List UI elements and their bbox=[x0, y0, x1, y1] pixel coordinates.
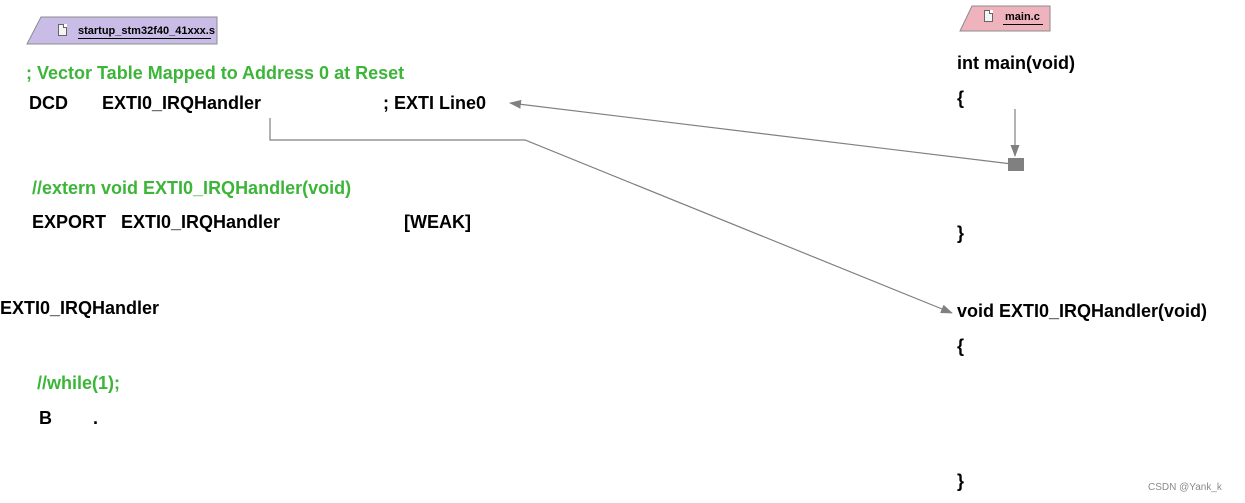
handler-open-brace: { bbox=[957, 336, 965, 356]
branch-target: . bbox=[93, 408, 99, 428]
file-icon bbox=[58, 24, 67, 36]
dcd-keyword: DCD bbox=[29, 93, 68, 113]
main-function-signature: int main(void) bbox=[957, 53, 1075, 73]
file-icon bbox=[984, 10, 993, 22]
dcd-handler-name: EXTI0_IRQHandler bbox=[102, 93, 262, 113]
interrupt-point-marker bbox=[1008, 158, 1024, 171]
dcd-line-comment: ; EXTI Line0 bbox=[383, 93, 487, 113]
watermark-text: CSDN @Yank_k bbox=[1148, 482, 1222, 493]
vector-table-comment: ; Vector Table Mapped to Address 0 at Re… bbox=[26, 63, 405, 83]
handler-function-signature: void EXTI0_IRQHandler(void) bbox=[957, 301, 1208, 321]
main-tab-label: main.c bbox=[1005, 11, 1040, 23]
startup-tab-underline bbox=[78, 38, 211, 39]
handler-label: EXTI0_IRQHandler bbox=[0, 298, 160, 318]
main-file-tab[interactable]: main.c bbox=[960, 6, 1050, 28]
while-comment: //while(1); bbox=[37, 373, 121, 393]
main-open-brace: { bbox=[957, 88, 965, 108]
branch-instruction: B bbox=[39, 408, 52, 428]
extern-comment: //extern void EXTI0_IRQHandler(void) bbox=[32, 178, 352, 198]
main-close-brace: } bbox=[957, 223, 965, 243]
export-weak-flag: [WEAK] bbox=[404, 212, 471, 232]
export-handler-name: EXTI0_IRQHandler bbox=[121, 212, 281, 232]
export-keyword: EXPORT bbox=[32, 212, 107, 232]
vector-to-handler-arrow bbox=[269, 118, 953, 314]
return-to-vector-arrow bbox=[509, 99, 1013, 165]
handler-close-brace: } bbox=[957, 471, 965, 491]
startup-file-tab[interactable]: startup_stm32f40_41xxx.s bbox=[27, 20, 217, 42]
main-tab-underline bbox=[1003, 24, 1043, 25]
startup-tab-label: startup_stm32f40_41xxx.s bbox=[78, 25, 215, 37]
